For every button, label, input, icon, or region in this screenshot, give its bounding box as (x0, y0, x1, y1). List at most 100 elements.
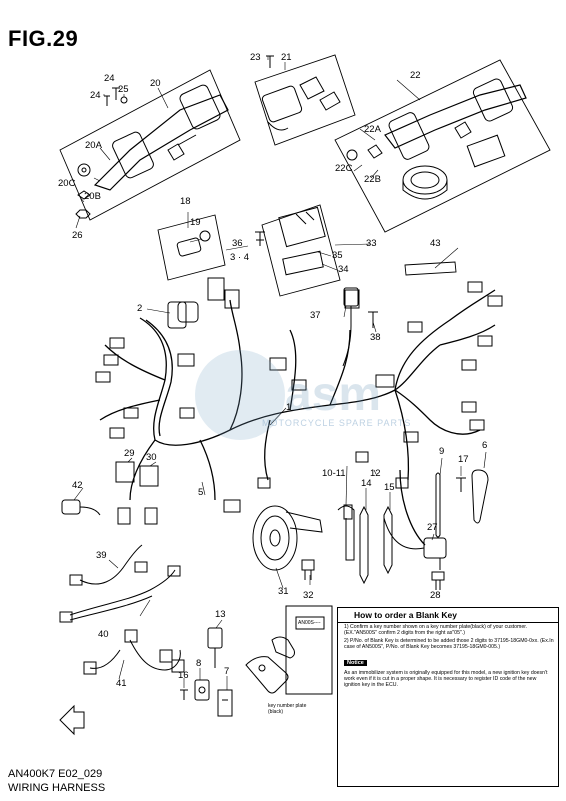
sensor-27 (383, 517, 447, 570)
callout-29: 29 (124, 448, 135, 459)
callout-41: 41 (116, 678, 127, 689)
callout-35: 35 (332, 250, 343, 261)
callout-20A: 20A (85, 140, 102, 151)
bolt-32 (301, 559, 315, 580)
main-wiring-harness (99, 289, 496, 546)
callout-15: 15 (384, 482, 395, 493)
bracket-13 (207, 627, 223, 668)
callout-16: 16 (178, 670, 189, 681)
callout-5: 5 (198, 487, 204, 498)
sensor-42 (61, 499, 101, 516)
ignition-key-set (245, 605, 333, 695)
callout-20B: 20B (84, 191, 101, 202)
notice-step-2: 2) P/No. of Blank Key is determined to b… (344, 637, 554, 651)
callout-22: 22 (410, 70, 421, 81)
harness-connectors (95, 277, 503, 525)
callout-14: 14 (361, 478, 372, 489)
ecu-box (261, 204, 341, 297)
callout-7: 7 (224, 666, 230, 677)
notice-step-1: 1) Confirm a key number shown on a key n… (344, 624, 528, 637)
bolt-28 (431, 571, 445, 590)
callout-31: 31 (278, 586, 289, 597)
model-code: AN400K7 E02_029 (8, 768, 103, 780)
sensor-37 (342, 287, 359, 367)
callout-22B: 22B (364, 174, 381, 185)
callout-26: 26 (72, 230, 83, 241)
callout-10-11: 10-11 (322, 468, 346, 479)
callout-32: 32 (303, 590, 314, 601)
sub-harness-40 (59, 565, 181, 623)
watermark-logo: asm (195, 350, 381, 440)
callout-23: 23 (250, 52, 261, 63)
callout-22C: 22C (335, 163, 353, 174)
callout-34: 34 (338, 264, 349, 275)
relay-box (157, 214, 226, 281)
front-direction-arrow (59, 704, 85, 736)
bracket-7 (217, 689, 233, 717)
callout-13: 13 (215, 609, 226, 620)
callout-6: 6 (482, 440, 488, 451)
callout-42: 42 (72, 480, 83, 491)
callout-20: 20 (150, 78, 161, 89)
callout-24-upper: 24 (104, 73, 115, 84)
handlebar-switch-left-box (59, 69, 241, 221)
screw-24-upper (112, 87, 120, 100)
callout-1: 1 (286, 402, 292, 413)
callout-30: 30 (146, 452, 157, 463)
key-plate-code: AN00S---- (298, 620, 321, 626)
screw-16 (180, 689, 188, 700)
callout-8: 8 (196, 658, 202, 669)
callout-19: 19 (190, 217, 201, 228)
figure-name: WIRING HARNESS (8, 782, 106, 794)
bracket-6 (471, 469, 489, 524)
callout-43: 43 (430, 238, 441, 249)
notice-text: As an immobilizer system is originally e… (344, 669, 548, 689)
leader-lines (73, 56, 487, 690)
notice-label: Notice (344, 659, 367, 666)
relay-30 (139, 465, 159, 487)
callout-9: 9 (439, 446, 445, 457)
callout-20C: 20C (58, 178, 76, 189)
blank-key-instructions: How to order a Blank Key 1) Confirm a ke… (337, 607, 559, 787)
cable-tie-15 (383, 505, 393, 575)
callout-21: 21 (281, 52, 292, 63)
callout-27: 27 (427, 522, 438, 533)
screw-24-lower (104, 95, 110, 106)
sub-harness-41 (83, 629, 185, 675)
callout-40: 40 (98, 629, 109, 640)
callout-28: 28 (430, 590, 441, 601)
relay-29 (115, 461, 135, 483)
svg-text:asm: asm (285, 368, 381, 421)
bracket-8 (194, 679, 210, 701)
callout-12: 12 (370, 468, 381, 479)
horn-31 (252, 505, 323, 571)
watermark-text: MOTORCYCLE SPARE PARTS (262, 418, 412, 428)
callout-22A: 22A (364, 124, 381, 135)
screw-38 (368, 311, 378, 328)
callout-24-lower: 24 (90, 90, 101, 101)
nut-26 (75, 209, 91, 219)
callout-17: 17 (458, 454, 469, 465)
notice-title: How to order a Blank Key (338, 608, 558, 623)
clamp-10-11 (337, 504, 355, 561)
callout-33: 33 (366, 238, 377, 249)
insulation-tape (404, 261, 457, 276)
screw-23 (266, 55, 274, 68)
callout-2: 2 (137, 303, 143, 314)
key-plate-label: key number plate (black) (268, 703, 307, 715)
ignition-switch-box (334, 59, 551, 233)
coupler-2 (177, 301, 199, 323)
callout-37: 37 (310, 310, 321, 321)
callout-18: 18 (180, 196, 191, 207)
screw-36 (255, 231, 265, 246)
callout-38: 38 (370, 332, 381, 343)
sub-harness-39 (69, 544, 148, 586)
handlebar-switch-right-box (254, 54, 356, 146)
clamp-9 (435, 472, 441, 538)
figure-title: FIG.29 (8, 26, 79, 51)
callout-3-4: 3 · 4 (230, 252, 250, 263)
screw-17 (456, 477, 466, 492)
callout-25: 25 (118, 84, 129, 95)
